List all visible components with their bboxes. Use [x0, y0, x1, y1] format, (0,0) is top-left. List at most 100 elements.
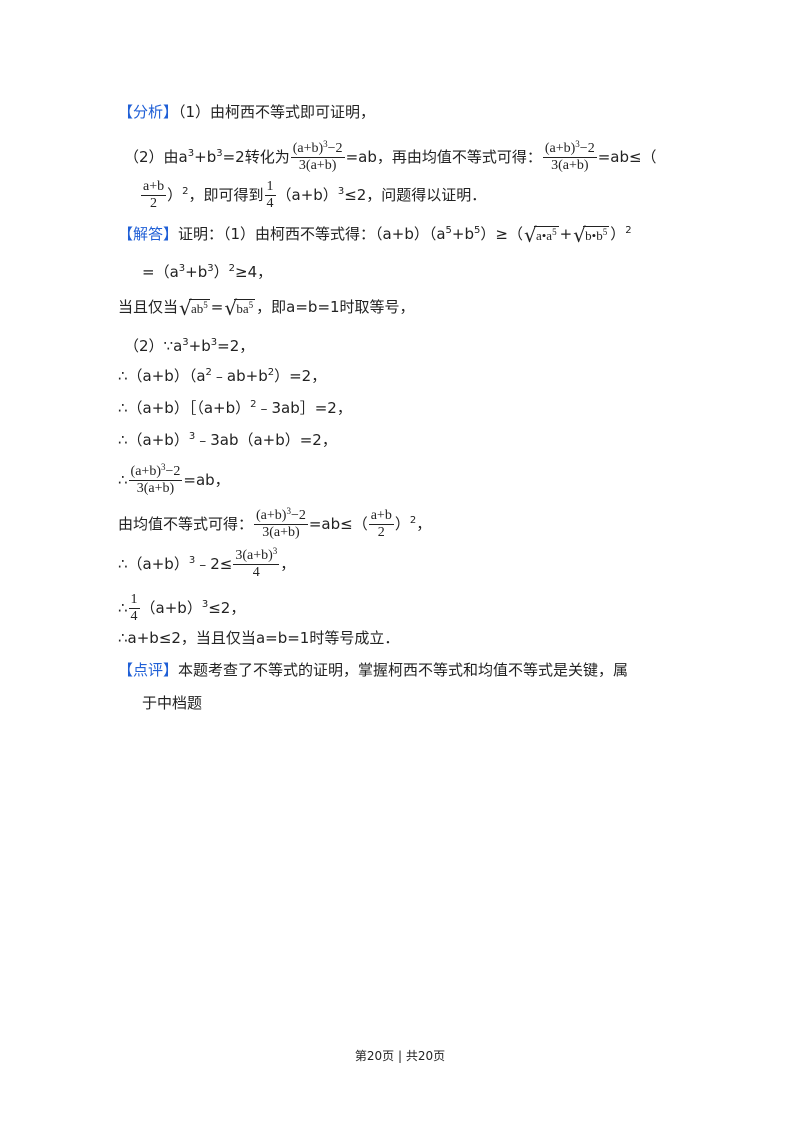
- comment-label: 【点评】: [118, 661, 179, 679]
- text: ≤2，问题得以证明．: [344, 186, 487, 204]
- exponent: 3: [160, 462, 166, 472]
- text: =ab≤（: [597, 148, 657, 166]
- superscript: 2: [205, 367, 212, 378]
- text: ，: [280, 555, 296, 573]
- fraction-denominator: 2: [377, 525, 385, 540]
- superscript: 3: [207, 263, 214, 274]
- superscript: 2: [228, 263, 235, 274]
- text: （a+b）: [140, 599, 202, 617]
- radicand: ba: [236, 300, 249, 316]
- solution-line-2: =（a3+b3）2≥4，: [142, 262, 272, 282]
- square-root: √b•b5: [573, 222, 610, 247]
- fraction-numerator: a+b: [141, 179, 167, 196]
- superscript: 3: [210, 337, 218, 348]
- fraction-numerator-tail: −2: [165, 464, 181, 479]
- text: ∴: [118, 599, 128, 617]
- exponent: 3: [286, 506, 291, 516]
- exponent: 5: [552, 226, 557, 237]
- text: =（a: [142, 263, 179, 281]
- equals-sign: =: [210, 298, 224, 316]
- text: ∴（a+b）（a: [118, 367, 206, 385]
- solution-line-8: ∴(a+b)3−2 3(a+b) =ab，: [118, 462, 230, 497]
- text: ﹣3ab（a+b）=2，: [195, 431, 337, 449]
- fraction-denominator: 3(a+b): [136, 481, 175, 496]
- exponent: 3: [323, 139, 328, 149]
- fraction-numerator: 1: [264, 179, 276, 196]
- text: 于中档题: [142, 694, 203, 712]
- text: ）: [167, 186, 183, 204]
- radicand: a•a: [535, 227, 553, 243]
- text: 本题考查了不等式的证明，掌握柯西不等式和均值不等式是关键，属: [178, 661, 629, 679]
- superscript: 2: [267, 367, 275, 378]
- superscript: 3: [188, 555, 196, 566]
- fraction-denominator: 4: [266, 196, 274, 211]
- superscript: 5: [445, 225, 452, 236]
- fraction-denominator: 3(a+b): [262, 525, 300, 540]
- fraction-denominator: 4: [252, 565, 260, 580]
- fraction-numerator: (a+b): [256, 508, 287, 523]
- solution-line-7: ∴（a+b）3﹣3ab（a+b）=2，: [118, 430, 337, 450]
- solution-line-1: 【解答】证明：（1）由柯西不等式得：（a+b）（a5+b5）≥（√a•a5+√b…: [118, 222, 632, 247]
- text: =2，: [217, 337, 255, 355]
- text: +b: [185, 263, 208, 281]
- text: =ab≤（: [308, 515, 368, 533]
- text: 当且仅当: [118, 298, 179, 316]
- superscript: 2: [625, 225, 632, 236]
- text: +b: [188, 337, 211, 355]
- solution-line-6: ∴（a+b）［（a+b）2﹣3ab］=2，: [118, 398, 352, 418]
- fraction-denominator: 3(a+b): [298, 158, 337, 173]
- text: ）≥（: [480, 225, 523, 243]
- exponent: 5: [248, 299, 254, 310]
- text: ，即a=b=1时取等号，: [256, 298, 415, 316]
- text: ）: [610, 225, 626, 243]
- superscript: 2: [182, 186, 189, 197]
- comment-line-2: 于中档题: [142, 693, 202, 713]
- superscript: 5: [474, 225, 481, 236]
- comment-line-1: 【点评】本题考查了不等式的证明，掌握柯西不等式和均值不等式是关键，属: [118, 660, 628, 680]
- radicand: b•b: [585, 227, 603, 243]
- exponent: 5: [602, 226, 608, 237]
- text: （2）∵a: [124, 337, 183, 355]
- fraction-numerator-tail: −2: [327, 141, 343, 156]
- fraction-numerator: a+b: [368, 508, 394, 525]
- text: ≥4，: [235, 263, 273, 281]
- fraction-cube-expression: (a+b)3−2 3(a+b): [128, 462, 183, 497]
- text: =ab，再由均值不等式可得：: [345, 148, 542, 166]
- solution-line-3: 当且仅当√ab5=√ba5，即a=b=1时取等号，: [118, 297, 415, 319]
- text: ∴（a+b）［（a+b）: [118, 399, 251, 417]
- text: ∴（a+b）: [118, 555, 189, 573]
- superscript: 3: [216, 148, 223, 159]
- solution-line-5: ∴（a+b）（a2﹣ab+b2）=2，: [118, 366, 326, 386]
- text: ∴: [118, 471, 128, 489]
- fraction-numerator: (a+b): [130, 464, 161, 479]
- text: ）: [213, 263, 229, 281]
- text: ∴（a+b）: [118, 431, 189, 449]
- text: ，: [416, 515, 432, 533]
- text: ﹣ab+b: [211, 367, 268, 385]
- text: ≤2，: [208, 599, 246, 617]
- superscript: 2: [250, 399, 257, 410]
- exponent: 3: [575, 139, 580, 149]
- solution-line-12: ∴a+b≤2，当且仅当a=b=1时等号成立．: [118, 628, 399, 648]
- plus-sign: +: [559, 225, 573, 243]
- superscript: 3: [178, 263, 186, 274]
- text: ，即可得到: [188, 186, 264, 204]
- text: ﹣3ab］=2，: [256, 399, 352, 417]
- superscript: 2: [409, 515, 417, 526]
- superscript: 3: [187, 148, 195, 159]
- analysis-part-1: （1）由柯西不等式即可证明，: [178, 103, 376, 121]
- analysis-line-1: 【分析】（1）由柯西不等式即可证明，: [118, 102, 375, 122]
- text: =ab，: [183, 471, 230, 489]
- text: +b: [194, 148, 217, 166]
- fraction-denominator: 4: [130, 609, 138, 624]
